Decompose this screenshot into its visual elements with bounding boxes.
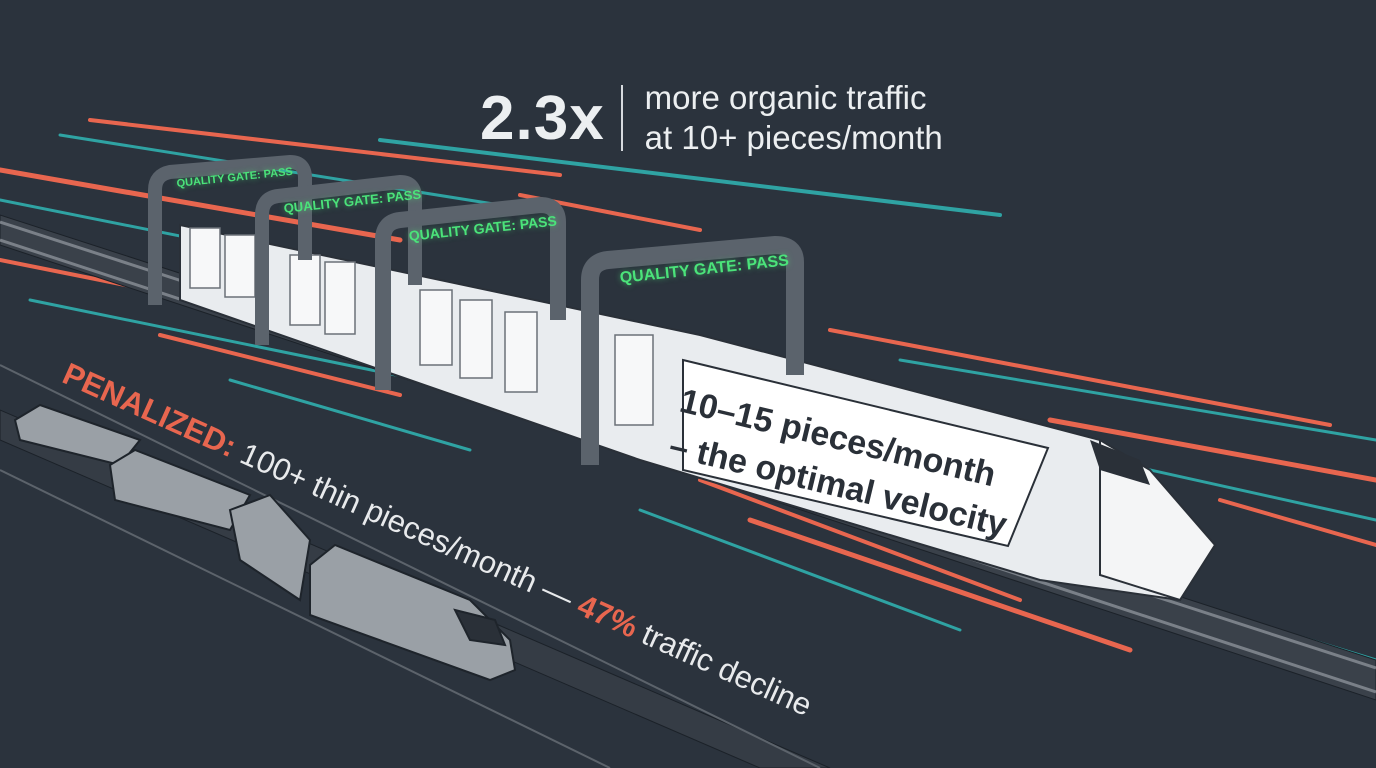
train-banner-panel [682,358,1050,548]
multiplier-stat: 2.3x [480,83,605,153]
headline-line2: at 10+ pieces/month [644,119,943,156]
headline-subtext: more organic traffic at 10+ pieces/month [645,78,943,158]
quality-gates [148,154,804,465]
headline-line1: more organic traffic [644,79,927,116]
headline: 2.3x more organic traffic at 10+ pieces/… [480,78,943,158]
divider [620,85,623,151]
crashed-train [13,403,517,682]
